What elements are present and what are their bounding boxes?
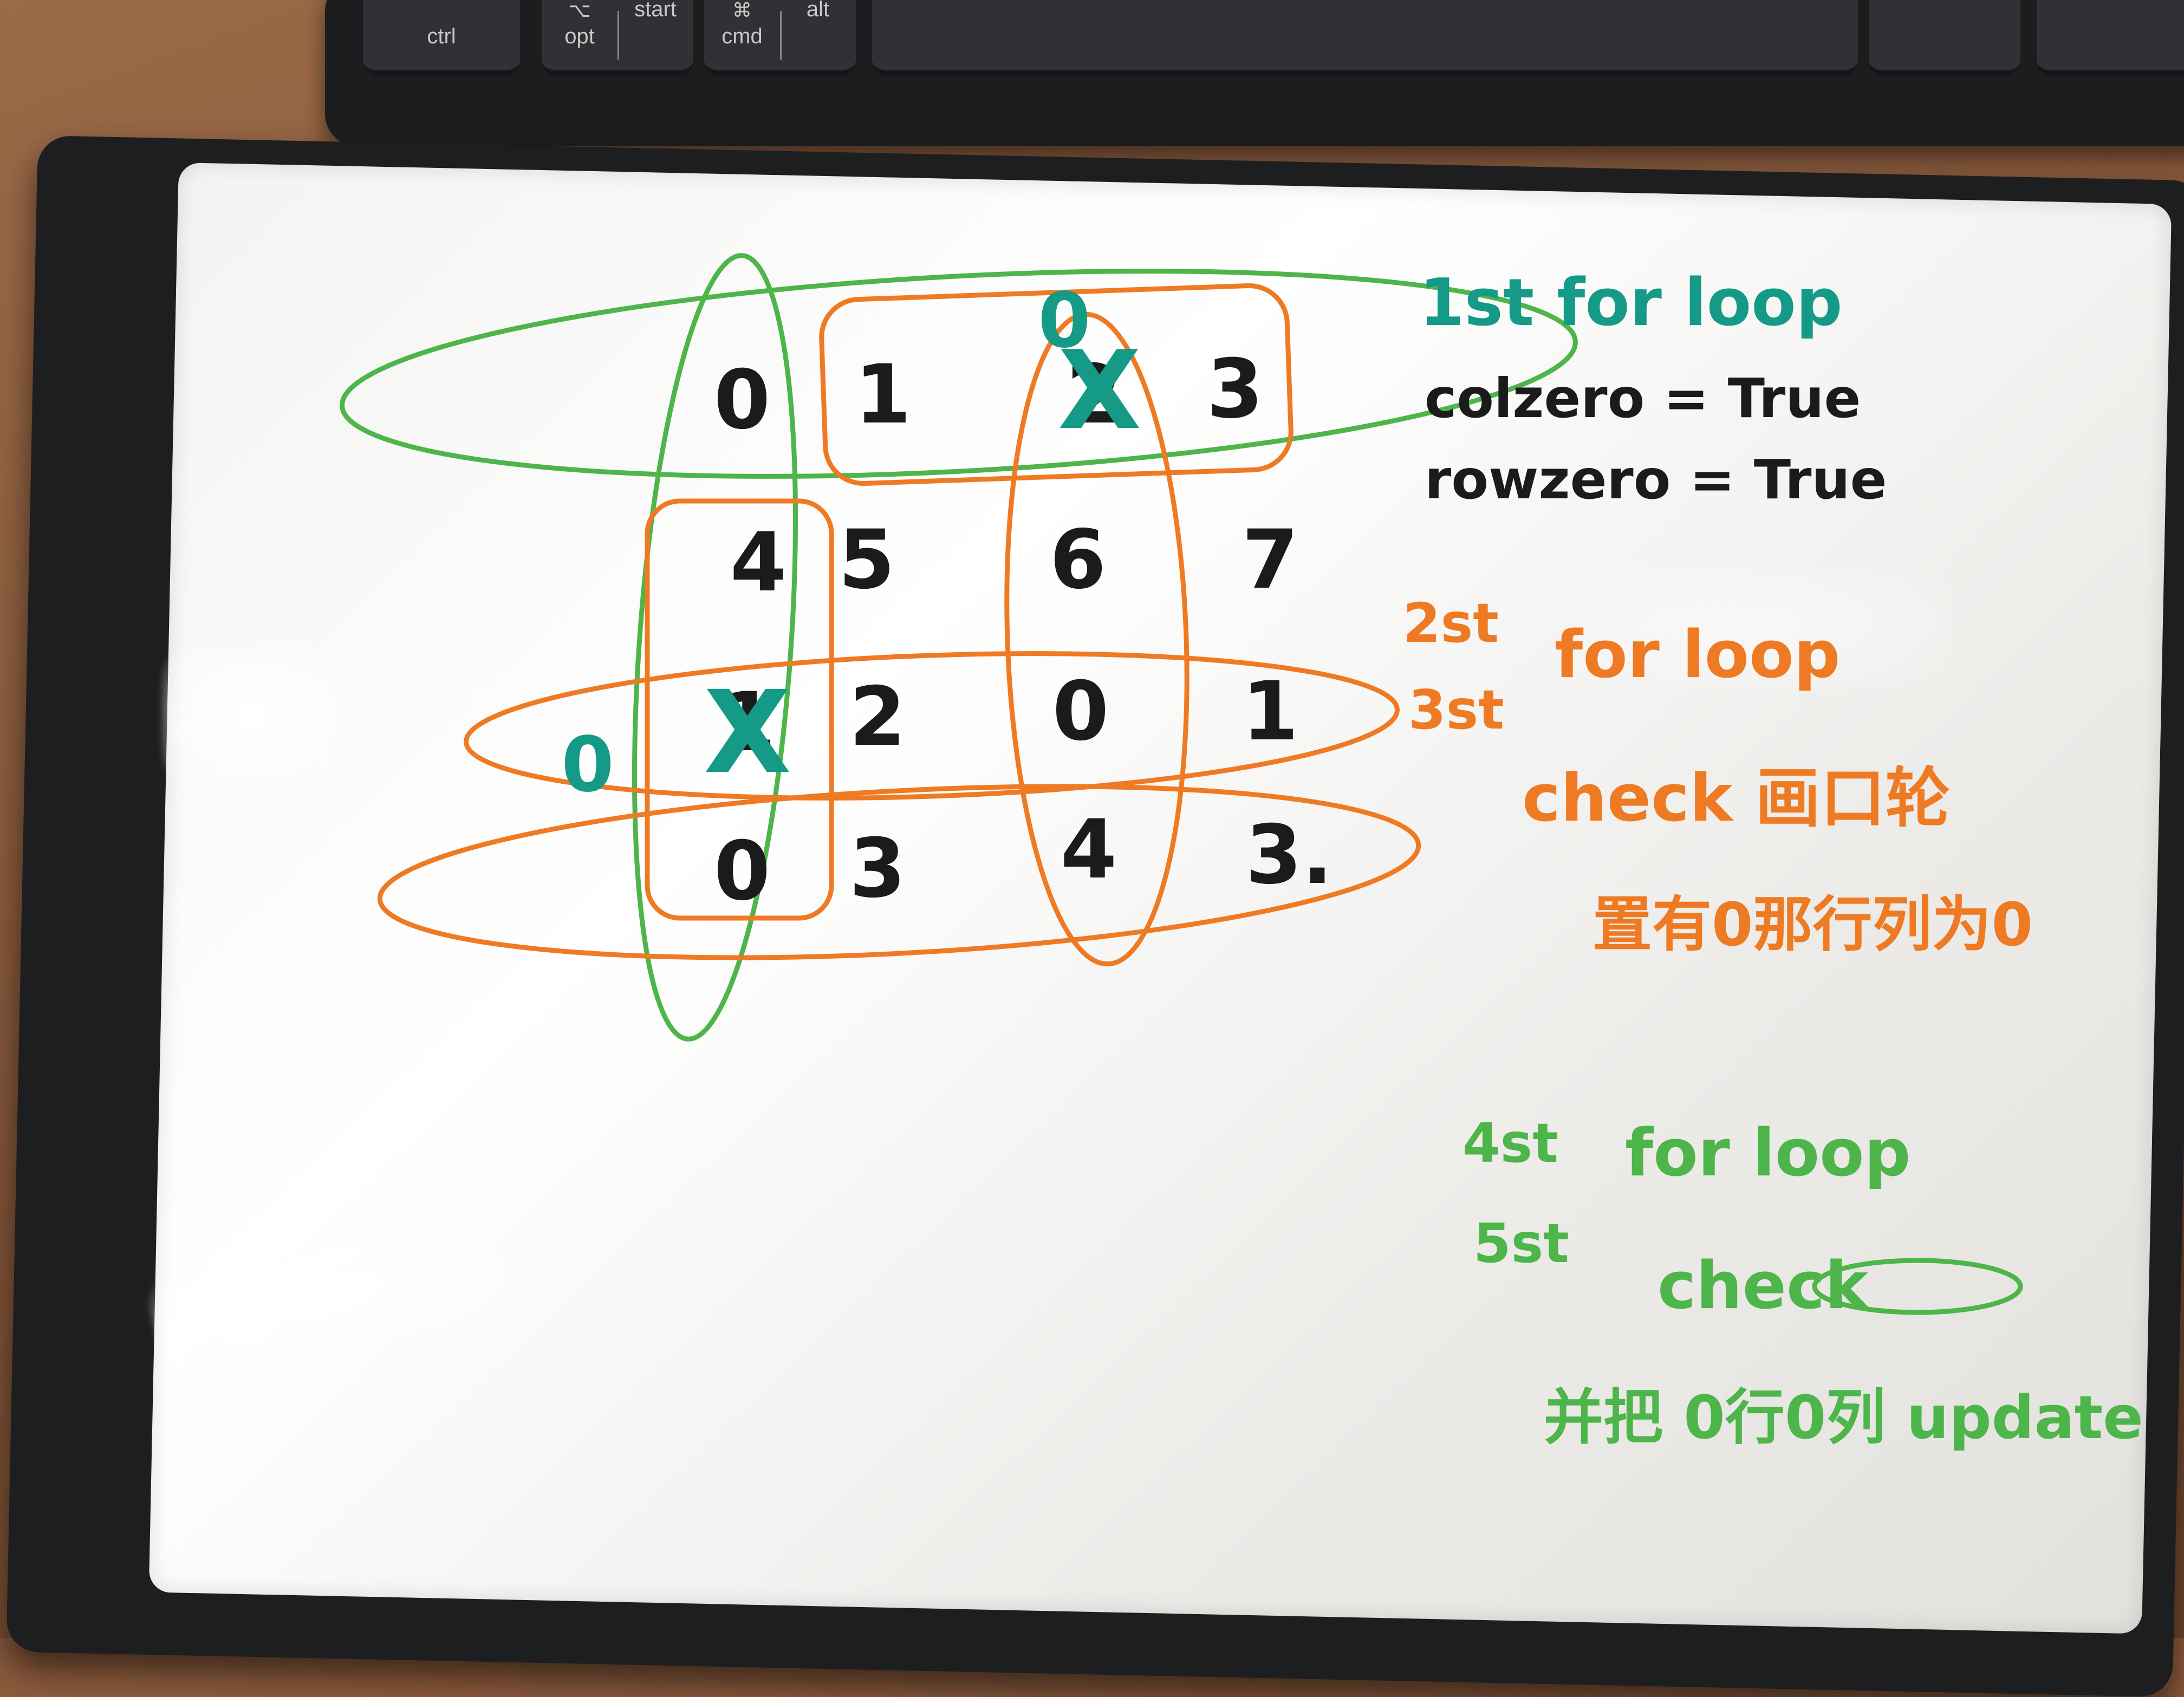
row0-loop xyxy=(340,269,1578,479)
row2-loop xyxy=(464,651,1400,801)
whiteboard-drawing: 0 1 2 3 4 5 6 7 1 2 0 1 0 3 4 3. X X 0 0… xyxy=(340,253,2143,1452)
light-reflection xyxy=(1571,569,1950,688)
matrix-cell: 1 xyxy=(719,675,776,770)
strike-mark: X xyxy=(704,666,791,799)
note-step3: 3st xyxy=(1408,678,1504,742)
note-step4: 4st xyxy=(1462,1111,1558,1175)
key-label: start xyxy=(634,0,677,21)
note-step4-rest: for loop xyxy=(1625,1116,1911,1191)
matrix-cell: 4 xyxy=(1061,803,1117,897)
matrix-cell: 2 xyxy=(849,670,906,764)
col0-loop xyxy=(632,253,798,1042)
note-step1: 1st for loop xyxy=(1419,265,1843,341)
matrix-cell: 3. xyxy=(1245,808,1332,902)
replacement-zero: 0 xyxy=(1038,277,1090,365)
option-symbol-icon: ⌥ xyxy=(568,0,591,21)
note-set-zero: 置有0那行列为0 xyxy=(1592,890,2033,959)
col0-rest-loop xyxy=(645,498,834,921)
note-check: check 画口轮 xyxy=(1522,761,1951,836)
key-label: ctrl xyxy=(427,24,456,48)
check-loop-glyph xyxy=(1812,1258,2023,1315)
key-label: alt xyxy=(806,0,830,21)
matrix-cell: 0 xyxy=(714,824,770,919)
matrix-cell: 1 xyxy=(855,348,911,442)
matrix-cell: 1 xyxy=(1242,665,1298,759)
strike-mark: X xyxy=(1058,328,1141,454)
matrix-cell: 5 xyxy=(838,513,895,607)
note-update: 并把 0行0列 update xyxy=(1544,1383,2143,1452)
cmd-alt-right-key[interactable]: cmd alt xyxy=(1869,0,2020,76)
key-label: cmd xyxy=(722,24,763,48)
space-bar[interactable] xyxy=(872,0,1858,76)
key-divider xyxy=(780,11,782,60)
matrix-cell: 7 xyxy=(1242,513,1298,607)
cmd-alt-key[interactable]: ⌘ cmd alt xyxy=(704,0,856,76)
note-rowzero: rowzero = True xyxy=(1425,448,1887,511)
matrix-cell: 0 xyxy=(1052,665,1109,759)
matrix-cell: 3 xyxy=(1207,342,1263,437)
note-step5-check: check xyxy=(1658,1249,1870,1324)
opt-start-key[interactable]: ⌥ opt start xyxy=(542,0,693,76)
light-reflection xyxy=(162,645,341,785)
matrix-cell: 0 xyxy=(714,353,770,447)
col2-loop xyxy=(1004,311,1190,967)
opt-right-key[interactable]: opt xyxy=(2037,0,2184,76)
note-step2-rest: for loop xyxy=(1555,617,1841,693)
key-label: opt xyxy=(564,24,595,48)
keyboard: ctrl ⌥ opt start ⌘ cmd alt cmd alt opt xyxy=(325,0,2184,146)
replacement-zero: 0 xyxy=(561,721,614,809)
row0-rest-loop xyxy=(819,283,1294,486)
matrix-cell: 3 xyxy=(849,822,906,916)
matrix-cell: 4 xyxy=(730,516,786,610)
note-step2: 2st xyxy=(1403,591,1499,655)
matrix-cell: 2 xyxy=(1066,348,1122,442)
row3-loop xyxy=(377,784,1421,960)
note-step5: 5st xyxy=(1473,1212,1569,1275)
note-colzero: colzero = True xyxy=(1425,367,1861,430)
key-divider xyxy=(618,11,619,60)
matrix-cell: 6 xyxy=(1050,513,1106,607)
command-symbol-icon: ⌘ xyxy=(732,0,752,21)
ctrl-key[interactable]: ctrl xyxy=(363,0,520,76)
